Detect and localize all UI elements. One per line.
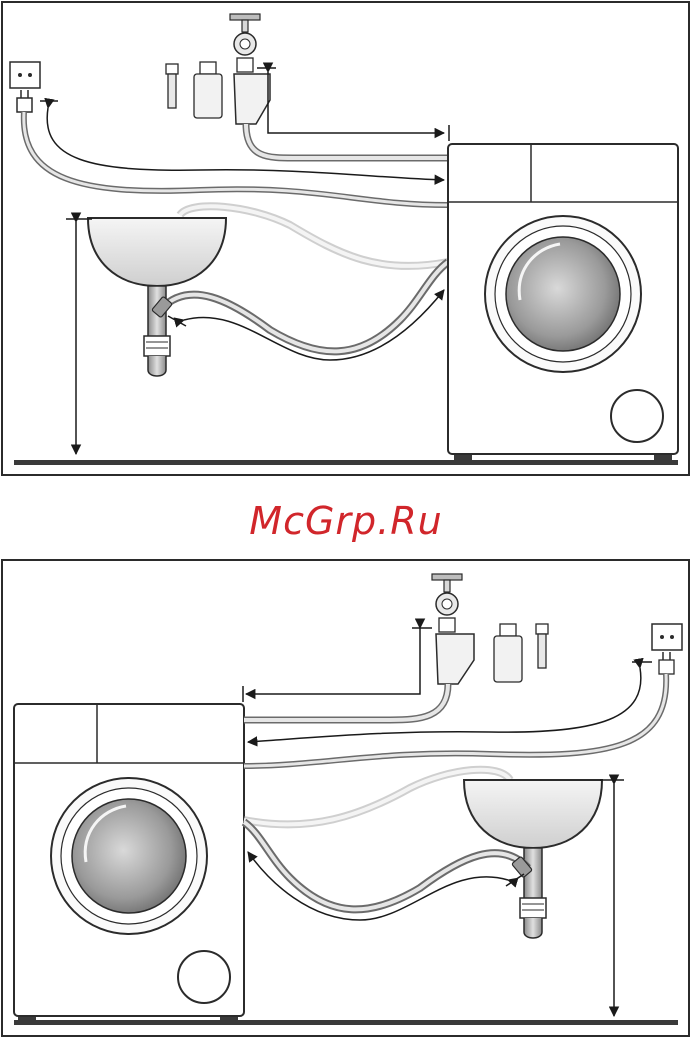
- sink-icon: [88, 218, 226, 286]
- power-plug-icon: [659, 652, 674, 674]
- power-plug-icon: [17, 90, 32, 112]
- power-socket-icon: [652, 624, 682, 650]
- sink-icon: [464, 780, 602, 848]
- drain-hose: [244, 822, 528, 909]
- inlet-hose-length-arrow: [246, 628, 420, 694]
- water-tap-icon: [432, 574, 462, 632]
- inlet-hose-outline: [246, 124, 448, 158]
- inlet-valve: [234, 74, 270, 124]
- diagram-svg-bottom: [0, 558, 692, 1038]
- siphon-level-mark: [168, 316, 186, 326]
- siphon-level-mark: [506, 874, 524, 886]
- installation-diagram-machine-right: [0, 0, 692, 478]
- hose-fitting-icon: [166, 64, 178, 108]
- drain-hose: [162, 262, 448, 351]
- washing-machine-icon: [448, 144, 678, 460]
- inlet-hose: [244, 684, 448, 720]
- diagram-svg-top: [0, 0, 692, 478]
- washing-machine-icon: [14, 704, 244, 1022]
- filter-adapter-icon: [494, 624, 522, 682]
- floor-line: [14, 460, 678, 465]
- hose-fitting-icon: [536, 624, 548, 668]
- inlet-hose-outline: [244, 684, 448, 720]
- water-tap-icon: [230, 14, 260, 72]
- watermark-text: McGrp.Ru: [0, 496, 692, 546]
- inlet-valve: [436, 634, 474, 684]
- inlet-hose: [246, 124, 448, 158]
- floor-line: [14, 1020, 678, 1025]
- inlet-hose-length-arrow: [268, 72, 444, 133]
- installation-diagram-machine-left: [0, 558, 692, 1038]
- filter-adapter-icon: [194, 62, 222, 118]
- drain-hose-outline: [244, 822, 528, 909]
- power-socket-icon: [10, 62, 40, 88]
- drain-hose-outline: [162, 262, 448, 351]
